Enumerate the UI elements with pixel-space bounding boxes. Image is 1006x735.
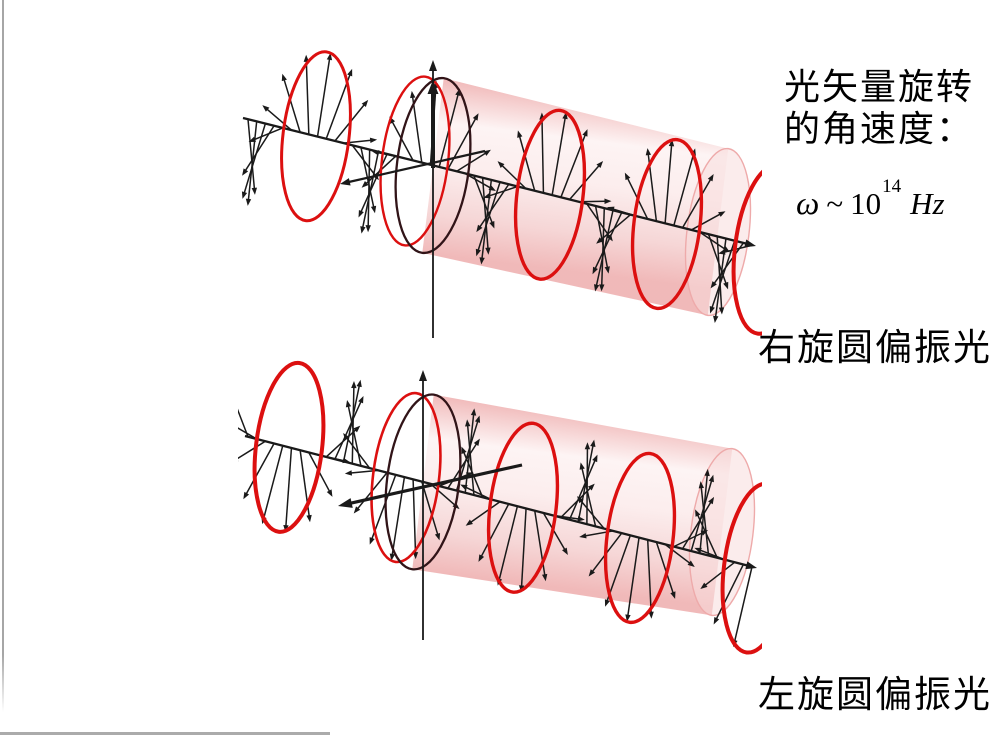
- note-line-1: 光矢量旋转: [784, 67, 975, 107]
- omega-symbol: ω: [796, 186, 820, 222]
- left-circular-polarization-diagram: [238, 360, 762, 655]
- left-edge-line: [2, 0, 4, 712]
- angular-velocity-formula: ω~1014 Hz: [796, 177, 945, 223]
- angular-velocity-note: 光矢量旋转 的角速度：: [784, 66, 974, 150]
- power-base: 10: [850, 186, 882, 221]
- right-circular-polarization-diagram: [241, 50, 762, 338]
- note-line-2: 的角速度：: [784, 109, 975, 149]
- frequency-unit: Hz: [910, 186, 945, 221]
- label-left-circular: 左旋圆偏振光: [758, 675, 992, 716]
- bottom-edge-line: [0, 732, 330, 735]
- label-right-circular: 右旋圆偏振光: [758, 328, 992, 369]
- power-exponent: 14: [882, 176, 902, 198]
- tilde-relation: ~: [826, 186, 844, 221]
